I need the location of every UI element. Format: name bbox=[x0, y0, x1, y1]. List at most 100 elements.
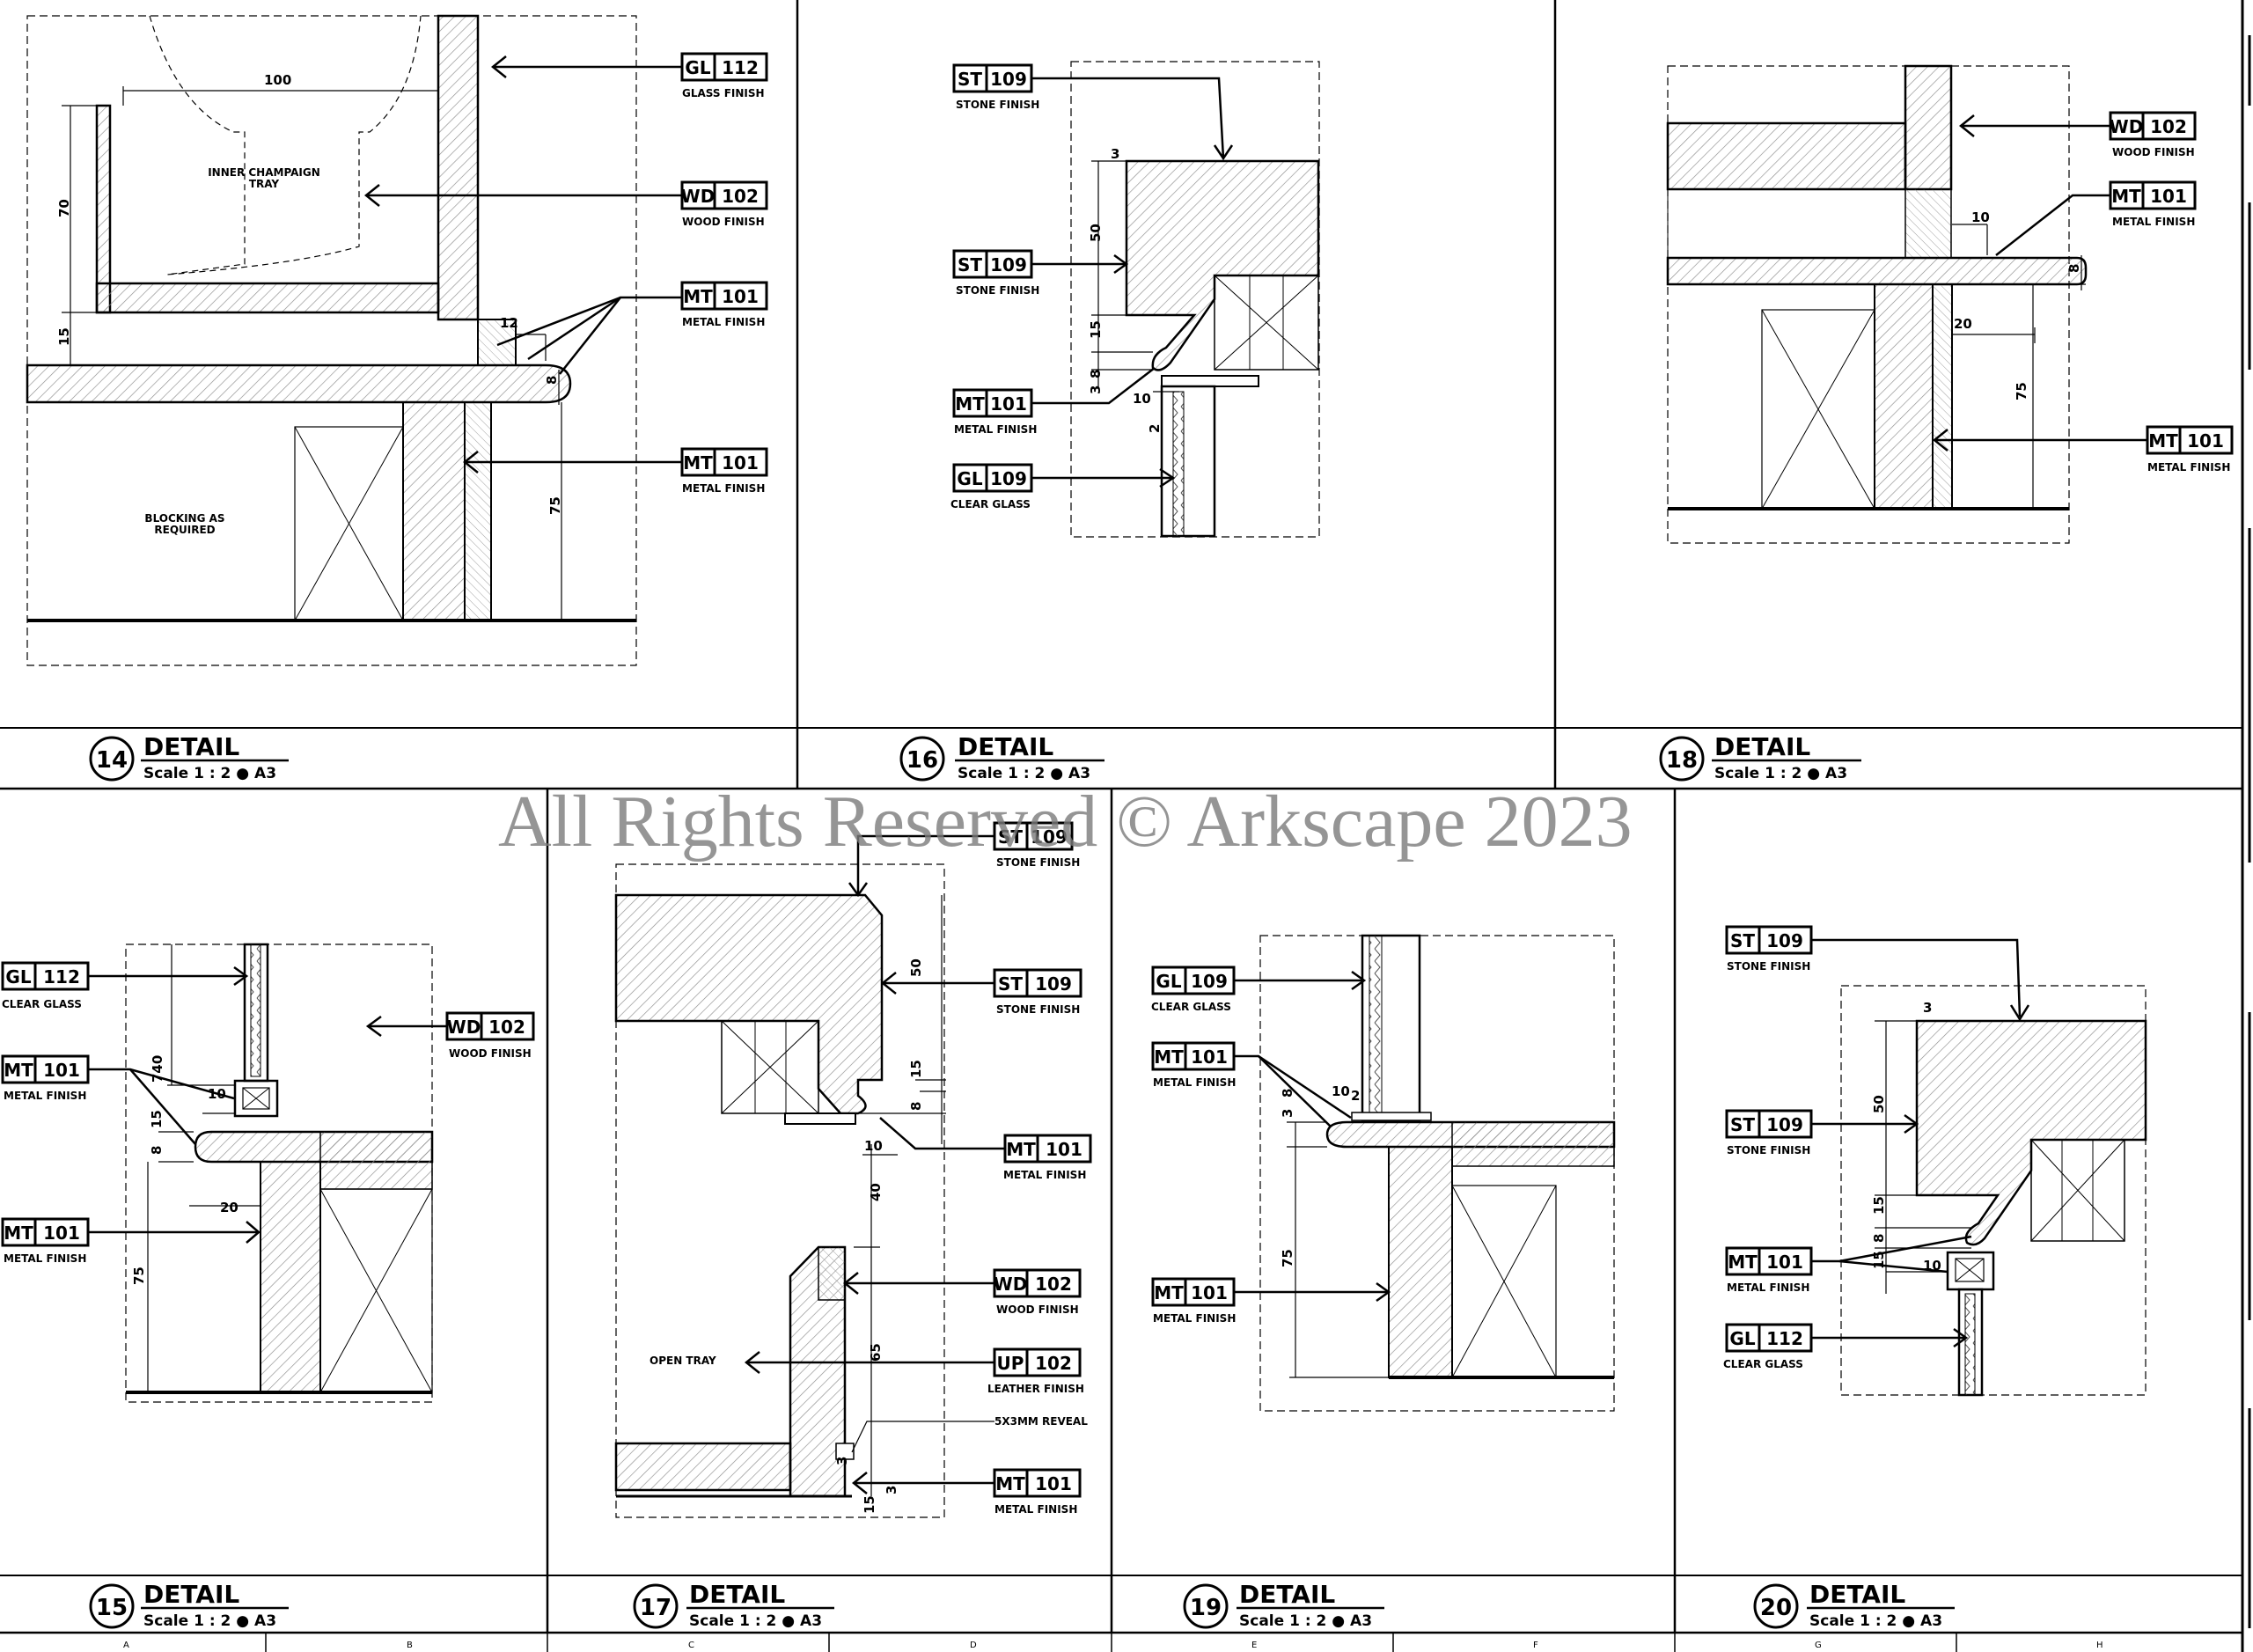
detail-title: DETAIL bbox=[1714, 732, 1810, 761]
finish-code: GL bbox=[685, 57, 710, 78]
grid-letter: B bbox=[407, 1641, 413, 1650]
detail-20-drawing: 50 15 8 15 3 10 bbox=[1811, 938, 2147, 1397]
finish-code: GL bbox=[1156, 971, 1181, 992]
finish-number: 101 bbox=[1191, 1046, 1228, 1068]
finish-caption: METAL FINISH bbox=[994, 1503, 1077, 1516]
dim-label: 10 bbox=[1332, 1083, 1350, 1099]
finish-number: 109 bbox=[1766, 930, 1803, 951]
finish-number: 101 bbox=[2187, 430, 2224, 452]
finish-number: 112 bbox=[43, 966, 80, 988]
finish-number: 101 bbox=[1046, 1139, 1082, 1160]
finish-number: 101 bbox=[1191, 1282, 1228, 1303]
finish-code: MT bbox=[4, 1060, 33, 1081]
finish-tags bbox=[1, 52, 2234, 1498]
finish-number: 101 bbox=[2150, 186, 2187, 207]
note: TRAY bbox=[249, 178, 280, 190]
dim-label: 50 bbox=[1088, 224, 1104, 242]
detail-number: 17 bbox=[640, 1595, 671, 1621]
detail-15-title: 15 DETAIL Scale 1 : 2 ● A3 bbox=[89, 1580, 289, 1630]
dim-label: 20 bbox=[1954, 316, 1972, 332]
dim-label: 8 bbox=[1280, 1089, 1295, 1098]
detail-number: 15 bbox=[96, 1595, 128, 1621]
finish-caption: STONE FINISH bbox=[1727, 1144, 1810, 1156]
detail-19-title: 19 DETAIL Scale 1 : 2 ● A3 bbox=[1183, 1580, 1384, 1630]
finish-caption: METAL FINISH bbox=[1153, 1312, 1236, 1325]
detail-18-drawing: 10 8 20 75 bbox=[1666, 64, 2147, 544]
finish-code: UP bbox=[997, 1353, 1024, 1374]
detail-scale: Scale 1 : 2 ● A3 bbox=[143, 1612, 276, 1630]
dim-label: 8 bbox=[908, 1102, 924, 1111]
detail-title: DETAIL bbox=[689, 1580, 785, 1609]
finish-number: 102 bbox=[1035, 1274, 1072, 1295]
detail-number: 19 bbox=[1190, 1595, 1222, 1621]
finish-number: 109 bbox=[1766, 1114, 1803, 1135]
finish-number: 112 bbox=[722, 57, 759, 78]
finish-code: WD bbox=[2110, 116, 2144, 137]
dim-label: 75 bbox=[547, 496, 563, 515]
dim-label: 15 bbox=[908, 1060, 924, 1078]
dim-label: 10 bbox=[1133, 391, 1151, 407]
finish-code: ST bbox=[998, 826, 1023, 848]
detail-number: 14 bbox=[96, 747, 128, 774]
finish-number: 101 bbox=[722, 286, 759, 307]
finish-code: ST bbox=[958, 69, 982, 90]
dim-label: 15 bbox=[56, 327, 72, 346]
finish-code: ST bbox=[958, 254, 982, 275]
grid-letters: A B C D E F G H bbox=[123, 1641, 2103, 1650]
finish-caption: CLEAR GLASS bbox=[950, 498, 1031, 510]
detail-scale: Scale 1 : 2 ● A3 bbox=[689, 1612, 822, 1630]
finish-number: 109 bbox=[1035, 973, 1072, 995]
dim-label: 75 bbox=[1280, 1249, 1295, 1267]
note: REQUIRED bbox=[154, 524, 215, 536]
finish-number: 102 bbox=[722, 186, 759, 207]
detail-14-drawing: 100 70 15 12 8 75 INNER CHAMPAIGN TRAY B… bbox=[26, 14, 682, 666]
detail-14-title: 14 DETAIL Scale 1 : 2 ● A3 bbox=[89, 732, 289, 782]
finish-number: 101 bbox=[1035, 1473, 1072, 1494]
finish-caption: METAL FINISH bbox=[682, 316, 765, 328]
dim-label: 15 bbox=[1871, 1196, 1887, 1215]
finish-caption: LEATHER FINISH bbox=[987, 1383, 1084, 1395]
detail-title: DETAIL bbox=[143, 732, 239, 761]
detail-19-drawing: 8 3 10 2 75 bbox=[1234, 934, 1616, 1412]
grid-letter: D bbox=[970, 1641, 977, 1650]
finish-caption: METAL FINISH bbox=[1153, 1076, 1236, 1089]
dim-label: 8 bbox=[2066, 264, 2082, 273]
note: INNER CHAMPAIGN bbox=[208, 166, 320, 179]
finish-caption: STONE FINISH bbox=[996, 856, 1080, 869]
detail-17-drawing: 50 15 8 10 40 65 3 3 15 OPEN TRAY bbox=[614, 834, 1005, 1518]
finish-code: MT bbox=[4, 1222, 33, 1244]
finish-number: 101 bbox=[43, 1060, 80, 1081]
dim-label: 3 bbox=[1923, 1000, 1932, 1016]
grid-letter: E bbox=[1251, 1641, 1257, 1650]
finish-code: MT bbox=[995, 1473, 1025, 1494]
finish-caption: METAL FINISH bbox=[1727, 1281, 1809, 1294]
dim-label: 10 bbox=[864, 1138, 883, 1154]
finish-code: WD bbox=[994, 1274, 1028, 1295]
detail-title: DETAIL bbox=[1239, 1580, 1335, 1609]
finish-caption: METAL FINISH bbox=[1003, 1169, 1086, 1181]
finish-caption: WOOD FINISH bbox=[682, 216, 765, 228]
finish-number: 112 bbox=[1766, 1328, 1803, 1349]
finish-number: 102 bbox=[2150, 116, 2187, 137]
dim-label: 2 bbox=[1351, 1088, 1360, 1104]
finish-caption: METAL FINISH bbox=[2147, 461, 2230, 474]
finish-code: GL bbox=[5, 966, 31, 988]
dim-label: 12 bbox=[500, 315, 518, 331]
finish-caption: METAL FINISH bbox=[954, 423, 1037, 436]
finish-caption: METAL FINISH bbox=[4, 1090, 86, 1102]
finish-caption: WOOD FINISH bbox=[2112, 146, 2195, 158]
dim-label: 50 bbox=[908, 958, 924, 977]
finish-code: ST bbox=[1730, 930, 1755, 951]
finish-code: ST bbox=[1730, 1114, 1755, 1135]
dim-label: 10 bbox=[1971, 209, 1990, 225]
dim-label: 15 bbox=[1088, 320, 1104, 339]
dim-label: 65 bbox=[868, 1343, 884, 1362]
finish-number: 109 bbox=[990, 468, 1027, 489]
finish-code: GL bbox=[1729, 1328, 1755, 1349]
grid-letter: F bbox=[1533, 1641, 1538, 1650]
dim-label: 8 bbox=[1088, 370, 1104, 378]
finish-number: 101 bbox=[722, 452, 759, 474]
finish-number: 101 bbox=[43, 1222, 80, 1244]
finish-caption: CLEAR GLASS bbox=[2, 998, 82, 1010]
